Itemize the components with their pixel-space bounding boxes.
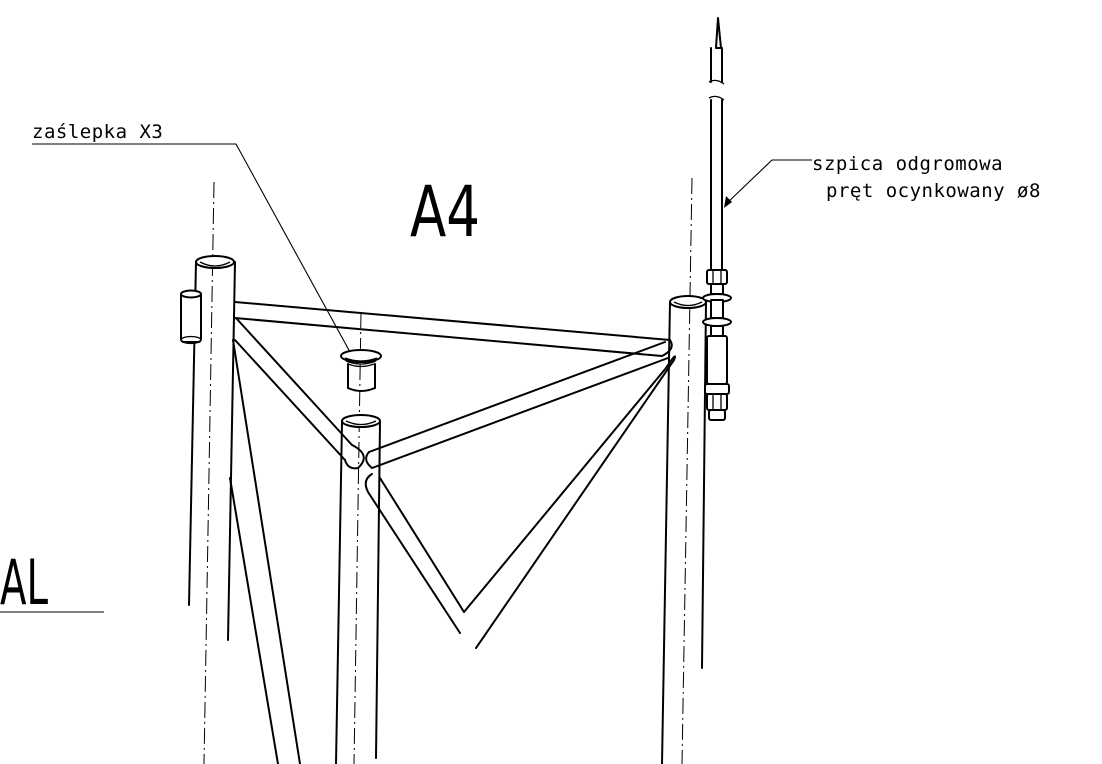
lightning-spike [702,17,732,421]
spike-label-line2: pręt ocynkowany ø8 [826,180,1041,202]
partial-label: AL [0,546,48,619]
axis-left [203,181,215,764]
left-leg [180,255,236,641]
leaders [0,143,812,613]
section-label: A4 [410,171,480,253]
right-leg [661,295,707,764]
plug-part [340,349,382,392]
middle-column [335,414,381,764]
plug-label: zaślepka X3 [32,121,163,143]
spike-label-line1: szpica odgromowa [812,153,1003,175]
axis-middle [353,311,362,764]
axis-right [681,177,693,764]
plug-leader [32,143,351,353]
right-upper-diagonal [365,341,669,469]
left-lower-brace [229,339,301,764]
left-diagonal [234,317,365,470]
spike-leader [725,159,812,205]
center-axes [203,177,693,764]
top-brace [234,301,673,357]
v-brace [364,355,676,649]
spike-leader-arrow [724,196,732,208]
